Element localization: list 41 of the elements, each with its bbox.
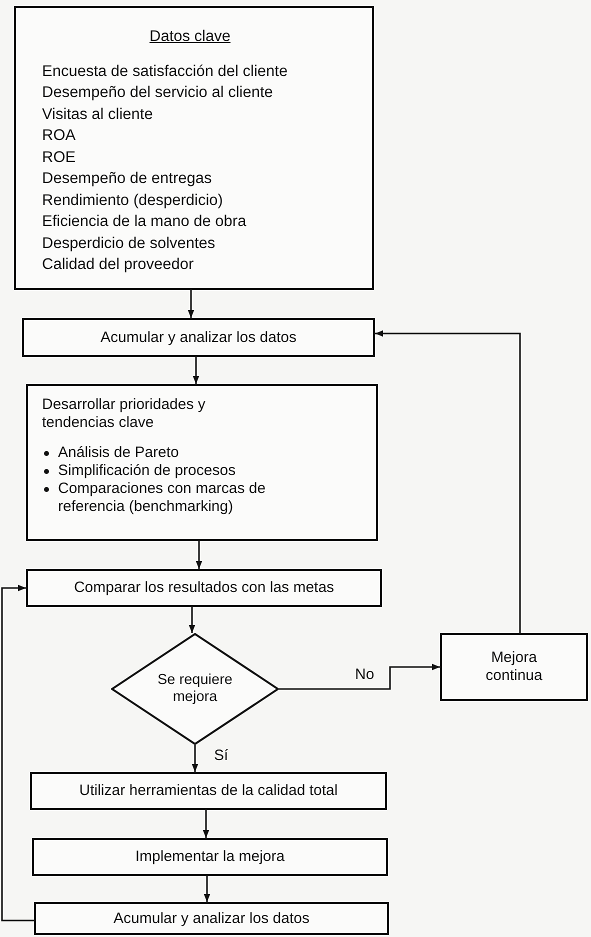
arrow xyxy=(192,745,198,772)
step-text: Acumular y analizar los datos xyxy=(100,328,296,346)
arrow xyxy=(279,664,440,690)
list-item: Rendimiento (desperdicio) xyxy=(42,190,224,211)
arrow xyxy=(1,584,34,922)
list-item: Eficiencia de la mano de obra xyxy=(42,212,248,232)
list-item: Desperdicio de solventes xyxy=(42,234,216,254)
step-text: Utilizar herramientas de la calidad total xyxy=(79,782,338,800)
list-item: ROE xyxy=(42,148,77,168)
decision-text: Se requiere mejora xyxy=(156,672,234,706)
step-text: Mejora continua xyxy=(484,649,544,685)
decision-diamond xyxy=(111,633,279,745)
step-text: Implementar la mejora xyxy=(135,848,285,866)
data-list-box xyxy=(14,6,374,290)
heading: Datos clave xyxy=(150,28,230,47)
bullet-item: Simplificación de procesos xyxy=(58,462,237,480)
step-text: Acumular y analizar los datos xyxy=(114,910,310,928)
process-box xyxy=(34,902,389,935)
process-box xyxy=(26,569,382,607)
arrow xyxy=(188,290,194,318)
list-item: Desempeño del servicio al cliente xyxy=(42,83,274,104)
process-box xyxy=(26,384,378,541)
process-box xyxy=(30,772,387,810)
process-box xyxy=(22,318,375,357)
arrow xyxy=(204,876,210,902)
arrow xyxy=(188,607,196,633)
list-item: ROA xyxy=(42,126,77,146)
list-item: Visitas al cliente xyxy=(42,104,154,125)
bullet-item: Comparaciones con marcas de referencia (benchmarking) xyxy=(58,480,267,516)
arrow xyxy=(196,541,202,569)
process-box xyxy=(32,838,388,876)
list-item: Encuesta de satisfacción del cliente xyxy=(42,62,289,82)
process-box xyxy=(440,633,588,701)
list-item: Calidad del proveedor xyxy=(42,255,195,276)
arrow xyxy=(192,357,200,384)
step-text: Desarrollar prioridades y tendencias clave xyxy=(42,396,206,432)
arrow xyxy=(202,810,210,838)
bullet-item: Análisis de Pareto xyxy=(58,444,180,462)
list-item: Desempeño de entregas xyxy=(42,169,213,190)
arrow xyxy=(375,330,521,633)
step-text: Comparar los resultados con las metas xyxy=(74,579,334,597)
